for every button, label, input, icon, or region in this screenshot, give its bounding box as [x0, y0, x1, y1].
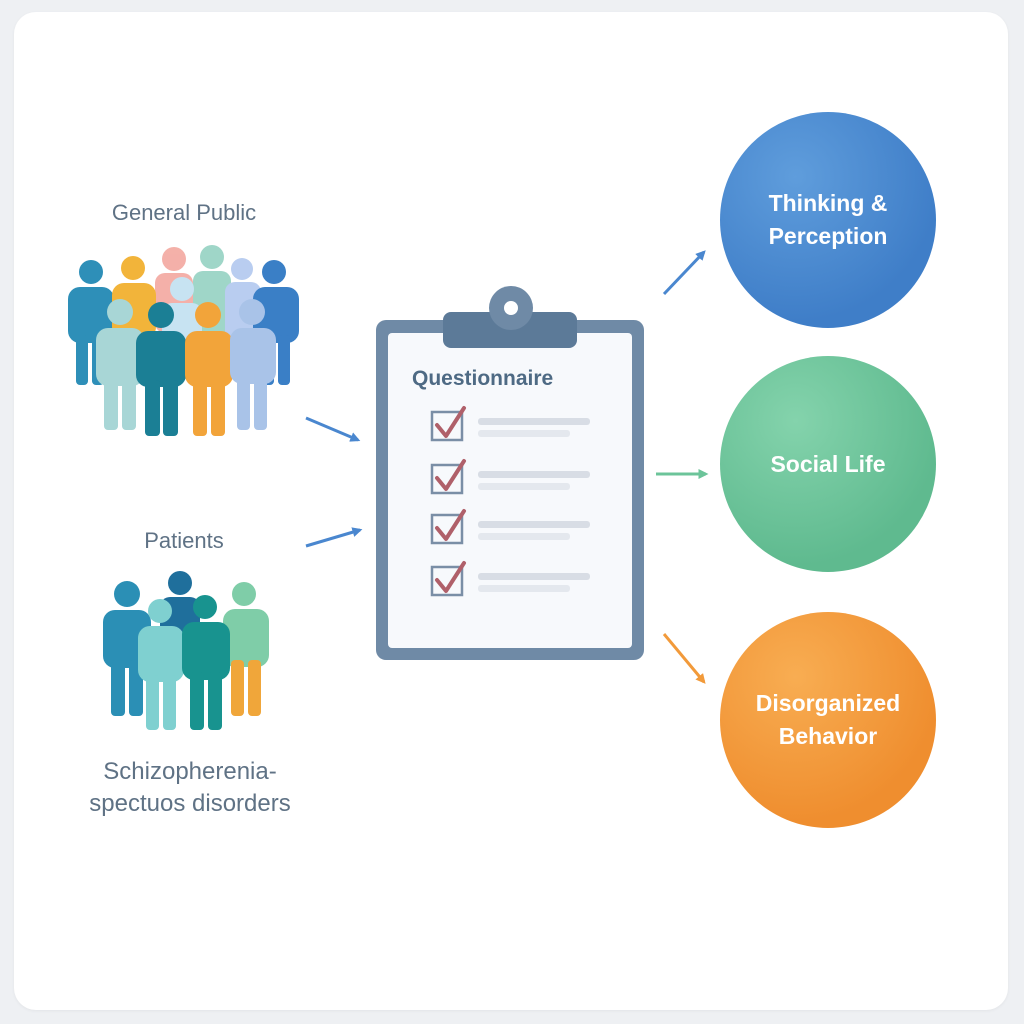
patients-caption: Schizopherenia- spectuos disorders	[40, 756, 340, 820]
checklist-item	[430, 406, 590, 442]
outcome-label-line2: Behavior	[778, 723, 878, 749]
arrow-public-to-questionnaire	[305, 416, 361, 442]
questionnaire-checklist	[430, 406, 590, 597]
patients-label: Patients	[144, 528, 224, 553]
questionnaire-title: Questionnaire	[412, 367, 554, 390]
checklist-item	[430, 509, 590, 545]
outcome-label-line1: Disorganized	[755, 690, 901, 716]
outcome-label-line2: Perception	[768, 223, 888, 249]
outcome-social-life: Social Life	[720, 356, 936, 572]
general-public-people-icon	[68, 245, 299, 436]
outcome-label-line1: Social Life	[770, 450, 886, 477]
arrow-patients-to-questionnaire	[305, 527, 363, 548]
patients-people-icon	[103, 571, 269, 730]
checklist-item	[430, 459, 590, 495]
arrow-to-disorganized-behavior	[662, 633, 706, 684]
patients-caption-line2: spectuos disorders	[89, 790, 291, 817]
outcome-disorganized-behavior: Disorganized Behavior	[720, 612, 936, 828]
outcome-label-line1: Thinking &	[768, 190, 888, 216]
arrow-to-thinking-perception	[662, 250, 706, 296]
patients-caption-line1: Schizopherenia-	[103, 758, 277, 785]
checklist-item	[430, 561, 590, 597]
outcome-thinking-perception: Thinking & Perception	[720, 112, 936, 328]
general-public-label: General Public	[111, 200, 257, 225]
